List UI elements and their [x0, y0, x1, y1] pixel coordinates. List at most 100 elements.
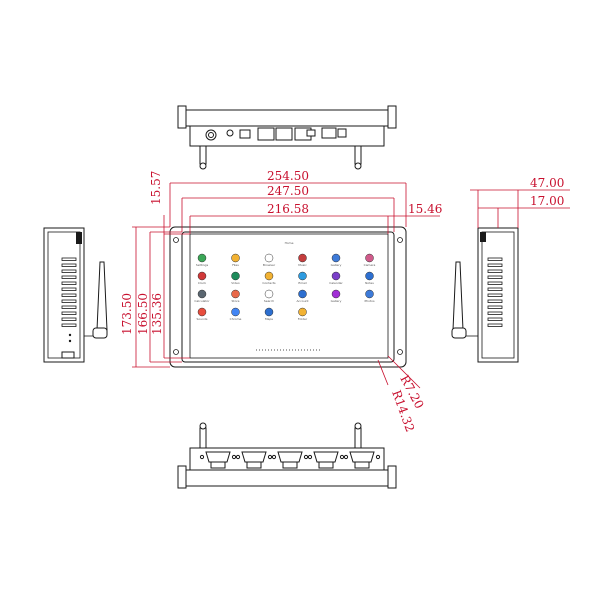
vent-slot: [61, 275, 77, 279]
app-icon-shape: [331, 289, 341, 299]
app-icon-label: Calendar: [329, 281, 343, 285]
app-icon-shape: [197, 307, 207, 317]
app-icon-shape: [231, 289, 240, 299]
right-side-view: [451, 227, 519, 363]
vent-slot: [487, 281, 503, 285]
app-icon-label: Files: [232, 263, 239, 267]
app-icon[interactable]: Clock: [197, 271, 207, 285]
app-icon-label: Video: [231, 281, 240, 285]
top-view: [177, 105, 397, 170]
app-icon[interactable]: Settings: [196, 253, 209, 267]
vent-slot: [487, 311, 503, 315]
vent-slot: [487, 305, 503, 309]
app-icon[interactable]: Store: [231, 289, 240, 303]
app-icon[interactable]: Gallery: [331, 289, 342, 303]
app-icon-label: Calculator: [194, 299, 210, 303]
app-icon-label: Account: [296, 299, 309, 303]
app-icon-label: Gallery: [331, 263, 342, 267]
app-icon-label: Search: [264, 299, 274, 303]
app-icon-label: Sounds: [196, 317, 207, 321]
vent-slot: [487, 293, 503, 297]
app-icon[interactable]: Notes: [365, 271, 374, 285]
vent-slot: [61, 281, 77, 285]
dim-side-offset: 15.46: [408, 202, 442, 216]
app-icon-label: Clock: [198, 281, 206, 285]
app-icon-label: Chrome: [230, 317, 242, 321]
vent-slot: [61, 323, 77, 327]
app-icon-shape: [298, 307, 307, 317]
dim-depth-total: 47.00: [530, 176, 564, 190]
app-icon[interactable]: Gallery: [331, 253, 342, 267]
right-vent-slots: [487, 257, 503, 327]
vent-slot: [61, 269, 77, 273]
app-icon[interactable]: Account: [296, 289, 309, 303]
vent-slot: [61, 299, 77, 303]
app-icon[interactable]: Camera: [364, 253, 376, 267]
app-icon-label: Notes: [365, 281, 374, 285]
app-icon-shape: [197, 271, 207, 281]
app-icon[interactable]: Calendar: [329, 271, 344, 285]
app-icon-label: Folder: [298, 317, 308, 321]
app-icon-label: Photos: [364, 299, 375, 303]
serial-port: [343, 451, 381, 469]
app-icon[interactable]: Sounds: [196, 307, 208, 321]
vent-slot: [61, 293, 77, 297]
app-icon-shape: [231, 253, 240, 263]
vent-slot: [61, 311, 77, 315]
app-icon[interactable]: Maps: [264, 307, 273, 321]
dim-display-width: 216.58: [267, 202, 309, 216]
serial-port: [235, 451, 273, 469]
app-icon[interactable]: Contacts: [262, 271, 276, 285]
app-icon-shape: [264, 253, 274, 263]
dim-overall-height: 173.50: [120, 293, 134, 335]
dim-depth-body: 17.00: [530, 194, 564, 208]
app-icon-label: Browser: [263, 263, 276, 267]
vent-slot: [487, 263, 503, 267]
vent-slot: [61, 317, 77, 321]
app-icon[interactable]: Browser: [263, 253, 276, 267]
app-icon[interactable]: Video: [231, 271, 240, 285]
bottom-view: [177, 422, 397, 489]
vent-slot: [487, 287, 503, 291]
app-icon[interactable]: Email: [298, 271, 307, 285]
app-icon-shape: [197, 253, 207, 263]
app-icon-shape: [298, 253, 307, 263]
app-icon-shape: [197, 289, 207, 299]
app-icon-label: Email: [298, 281, 306, 285]
app-icon-label: Contacts: [262, 281, 276, 285]
vent-slot: [61, 257, 77, 261]
dim-overall-width: 254.50: [267, 169, 309, 183]
app-icon-label: Store: [232, 299, 240, 303]
app-icon-label: Music: [298, 263, 307, 267]
app-icon-label: Gallery: [331, 299, 342, 303]
dim-bezel-height: 166.50: [136, 293, 150, 335]
screen-title: Home: [285, 241, 294, 245]
app-icon[interactable]: Files: [231, 253, 240, 267]
dim-top-offset: 15.57: [149, 171, 163, 205]
app-icon-shape: [298, 289, 307, 299]
app-icon-shape: [231, 307, 240, 317]
app-icon-shape: [264, 271, 274, 281]
app-icon[interactable]: Calculator: [194, 289, 210, 303]
serial-ports: [199, 451, 381, 469]
vent-slot: [487, 323, 503, 327]
app-icon[interactable]: Photos: [364, 289, 375, 303]
app-icon[interactable]: Folder: [298, 307, 308, 321]
app-icon[interactable]: Search: [264, 289, 274, 303]
app-icon[interactable]: Chrome: [230, 307, 242, 321]
vent-slot: [487, 299, 503, 303]
app-icon-shape: [365, 289, 374, 299]
serial-port: [199, 451, 237, 469]
app-icon-label: Maps: [265, 317, 273, 321]
left-vent-slots: [61, 257, 77, 327]
serial-port: [307, 451, 345, 469]
app-icon-shape: [298, 271, 307, 281]
app-icon-shape: [264, 289, 274, 299]
vent-slot: [61, 305, 77, 309]
app-icon[interactable]: Music: [298, 253, 307, 267]
left-side-view: [43, 227, 108, 363]
vent-slot: [487, 275, 503, 279]
